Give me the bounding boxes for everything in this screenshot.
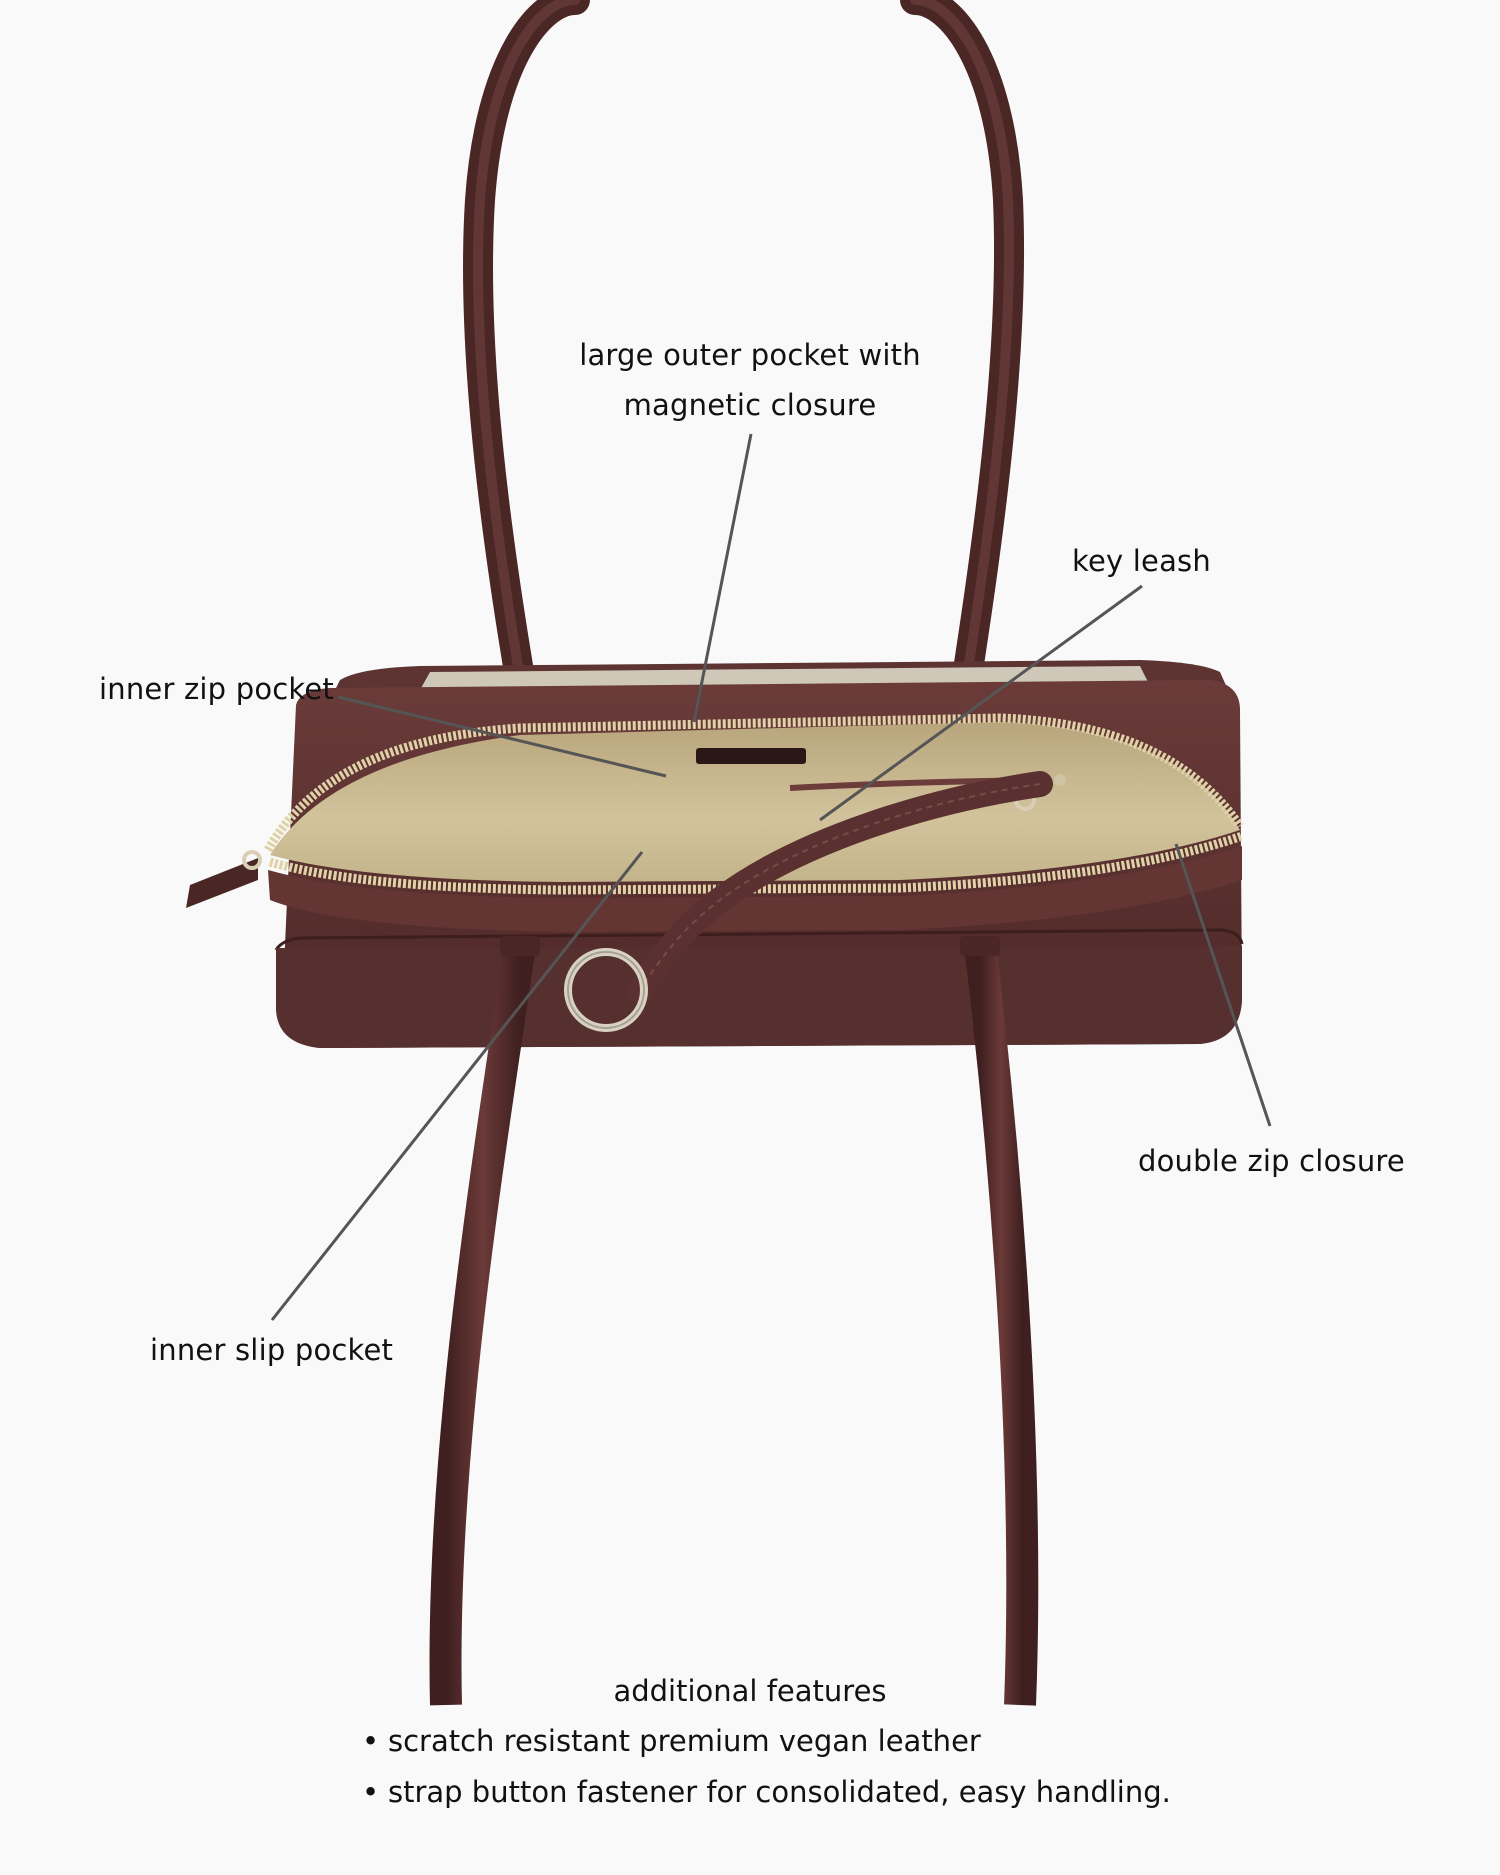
- double-zip-closure-callout: double zip closure: [1138, 1144, 1405, 1178]
- features-list: •scratch resistant premium vegan leather…: [362, 1716, 1171, 1818]
- key-leash-callout: key leash: [1072, 544, 1211, 578]
- brand-tab: [696, 748, 806, 764]
- zipper-pull-tassel: [186, 858, 258, 908]
- front-strap-right: [964, 943, 1039, 1706]
- feature-text: scratch resistant premium vegan leather: [388, 1724, 981, 1758]
- leader-lines: [270, 433, 1272, 1321]
- outer-pocket-line1: large outer pocket with: [579, 338, 921, 372]
- zipper-bottom: [268, 831, 1244, 895]
- bullet-icon: •: [362, 1724, 380, 1758]
- zipper-top: [264, 713, 1244, 853]
- outer-pocket-callout: large outer pocket with magnetic closure: [480, 330, 1020, 430]
- features-title: additional features: [613, 1674, 887, 1708]
- feature-text: strap button fastener for consolidated, …: [388, 1775, 1171, 1809]
- front-strap-left: [429, 942, 536, 1706]
- outer-pocket-line2: magnetic closure: [623, 388, 877, 422]
- inner-slip-pocket-callout: inner slip pocket: [150, 1333, 394, 1367]
- bullet-icon: •: [362, 1775, 380, 1809]
- feature-item: •scratch resistant premium vegan leather: [362, 1716, 1171, 1767]
- bag-lining: [270, 722, 1240, 882]
- inner-zip-pocket-callout: inner zip pocket: [99, 672, 334, 706]
- feature-item: •strap button fastener for consolidated,…: [362, 1767, 1171, 1818]
